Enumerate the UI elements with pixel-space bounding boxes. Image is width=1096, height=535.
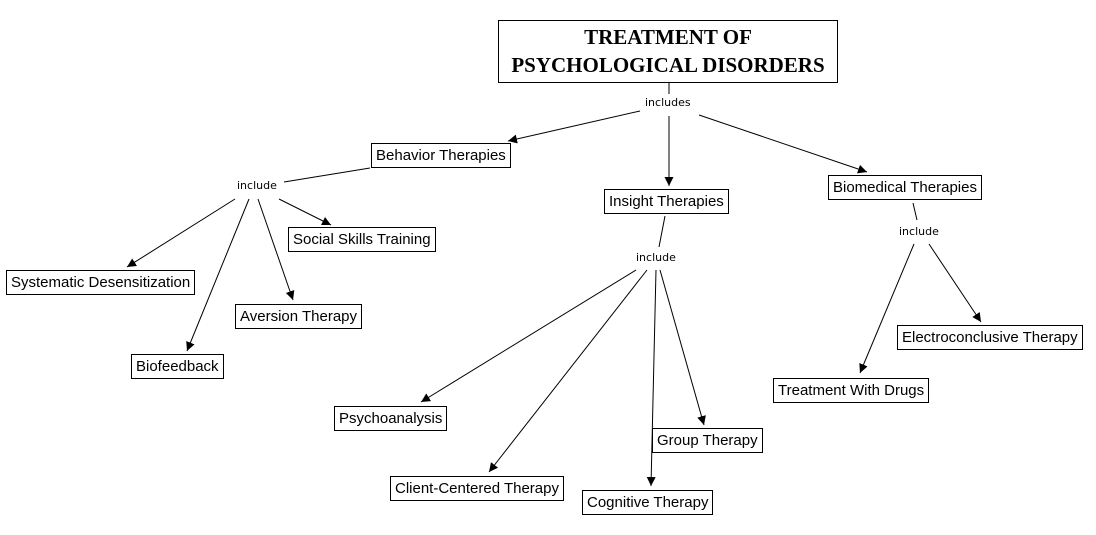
link-includes: includes — [645, 96, 691, 109]
root-title-line1: TREATMENT OF — [584, 25, 752, 49]
edge-include-social — [278, 198, 332, 226]
link-behavior-include: include — [237, 179, 277, 192]
edge-include-cognitive — [646, 269, 657, 487]
node-insight-therapies[interactable]: Insight Therapies — [604, 189, 729, 214]
node-behavior-therapies[interactable]: Behavior Therapies — [371, 143, 511, 168]
edge-includes-behavior — [507, 110, 641, 144]
root-concept[interactable]: TREATMENT OF PSYCHOLOGICAL DISORDERS — [498, 20, 838, 83]
node-group-therapy[interactable]: Group Therapy — [652, 428, 763, 453]
edge-biomedical-include — [912, 202, 918, 221]
node-psychoanalysis[interactable]: Psychoanalysis — [334, 406, 448, 431]
node-treatment-with-drugs[interactable]: Treatment With Drugs — [773, 378, 930, 403]
node-social-skills-training[interactable]: Social Skills Training — [288, 227, 436, 252]
node-aversion-therapy[interactable]: Aversion Therapy — [235, 304, 363, 329]
edge-include-biofeedback — [186, 198, 250, 352]
edge-include-drugs — [859, 243, 915, 374]
node-electroconclusive-therapy[interactable]: Electroconclusive Therapy — [897, 325, 1083, 350]
node-client-centered-therapy[interactable]: Client-Centered Therapy — [390, 476, 564, 501]
node-biofeedback[interactable]: Biofeedback — [131, 354, 224, 379]
node-systematic-desensitization[interactable]: Systematic Desensitization — [6, 270, 196, 295]
edge-include-ect — [928, 243, 982, 323]
link-biomedical-include: include — [899, 225, 939, 238]
edge-includes-biomedical — [698, 114, 868, 174]
edge-include-aversion — [257, 198, 295, 301]
link-insight-include: include — [636, 251, 676, 264]
edge-insight-include — [658, 215, 666, 248]
node-cognitive-therapy[interactable]: Cognitive Therapy — [582, 490, 714, 515]
node-biomedical-therapies[interactable]: Biomedical Therapies — [828, 175, 982, 200]
edge-include-psychoanalysis — [420, 269, 637, 403]
edge-behavior-include — [283, 167, 371, 183]
edge-include-group — [659, 269, 706, 426]
root-title-line2: PSYCHOLOGICAL DISORDERS — [511, 53, 825, 77]
edge-include-client — [488, 269, 648, 473]
edge-include-systematic — [126, 198, 236, 268]
